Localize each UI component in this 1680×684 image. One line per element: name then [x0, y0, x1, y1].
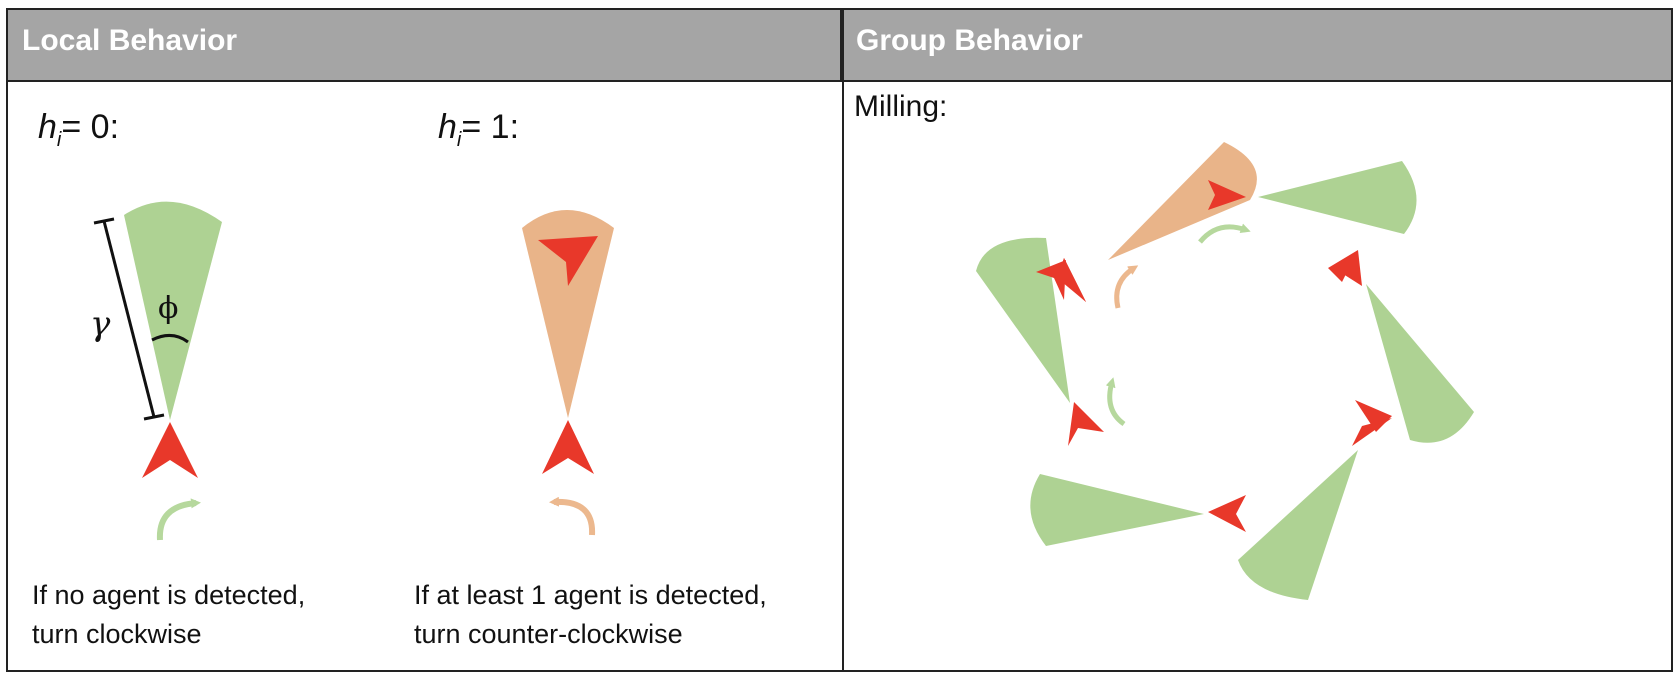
group-behavior-header: Group Behavior — [842, 10, 1671, 82]
state-0-label: hi= 0: — [38, 108, 120, 151]
turn-arrow-green-icon — [1198, 223, 1251, 244]
state-1-label: hi= 1: — [438, 108, 520, 151]
detected-agent-icon — [538, 236, 598, 286]
sensing-cone-orange — [1108, 142, 1257, 260]
local-behavior-title: Local Behavior — [22, 24, 238, 57]
panel-divider — [842, 10, 844, 670]
caption-state-0: If no agent is detected, turn clockwise — [32, 580, 306, 649]
sensing-cone-green — [1366, 284, 1474, 443]
sensing-cone-green — [1238, 450, 1358, 600]
diagram-frame: Local Behavior Group Behavior — [6, 8, 1673, 672]
sensing-cone-green — [1030, 474, 1204, 546]
sensing-cone-green — [976, 237, 1070, 403]
turn-arrow-green-icon — [1105, 377, 1126, 427]
agent-icon — [1208, 180, 1246, 210]
phi-angle-arc — [151, 334, 189, 344]
caption-state-1: If at least 1 agent is detected, turn co… — [414, 580, 767, 649]
gamma-range-bar — [93, 217, 165, 421]
agent-icon — [142, 422, 198, 478]
counter-clockwise-arrow-icon — [549, 496, 596, 536]
clockwise-arrow-icon — [156, 498, 201, 541]
agent-icon — [1036, 260, 1066, 300]
agent-icon — [542, 420, 594, 474]
agent-icon — [1328, 250, 1358, 282]
group-behavior-title: Group Behavior — [856, 24, 1083, 57]
agent-icon — [1208, 495, 1246, 532]
turn-arrow-orange-icon — [1114, 265, 1139, 309]
sensing-cone-green — [1258, 161, 1417, 234]
sensing-cone-green — [124, 201, 222, 420]
phi-symbol: ϕ — [158, 291, 178, 326]
milling-formation — [976, 142, 1474, 600]
gamma-symbol: γ — [90, 304, 111, 344]
agent-icon — [1068, 402, 1104, 446]
local-behavior-header: Local Behavior — [8, 10, 842, 82]
sensing-cone-orange — [522, 210, 614, 418]
milling-label: Milling: — [854, 90, 948, 123]
